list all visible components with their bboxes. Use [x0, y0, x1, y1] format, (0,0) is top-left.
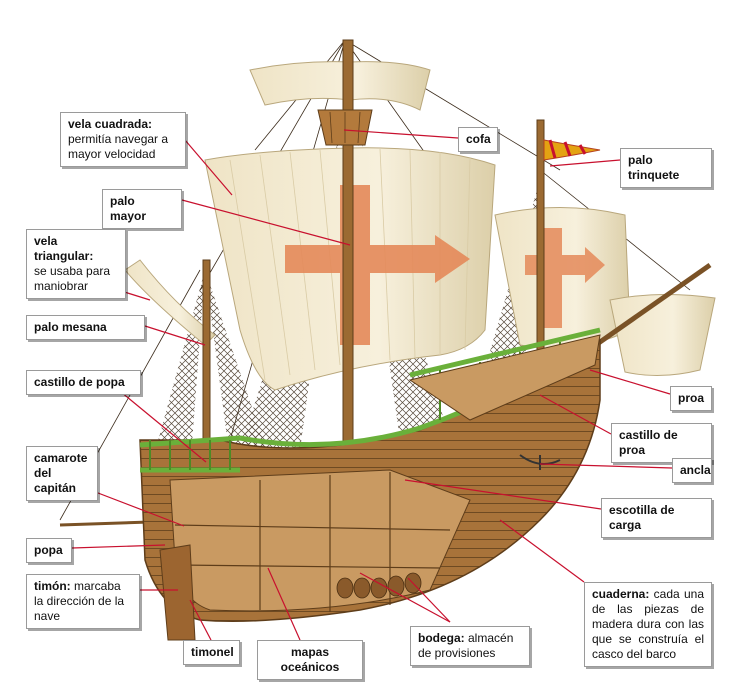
label-vela-cuadrada-desc: permitía navegar a mayor velocidad	[68, 132, 169, 161]
label-palo-trinquete-title: palo trinquete	[628, 153, 680, 182]
label-cuaderna-title: cuaderna:	[592, 587, 650, 601]
label-cuaderna: cuaderna: cada una de las piezas de made…	[584, 582, 712, 667]
label-castillo-popa: castillo de popa	[26, 370, 141, 395]
label-bodega-desc: almacén de provisiones	[418, 631, 514, 660]
barrels	[336, 572, 422, 599]
label-mapas-title: mapas oceánicos	[280, 645, 340, 674]
label-bodega: bodega: almacén de provisiones	[410, 626, 530, 666]
label-popa-title: popa	[34, 543, 63, 557]
rudder	[159, 544, 196, 641]
label-castillo-proa-title: castillo de proa	[619, 428, 678, 457]
mizzen-sail	[124, 259, 216, 346]
label-palo-trinquete: palo trinquete	[620, 148, 712, 188]
label-castillo-popa-title: castillo de popa	[34, 375, 125, 389]
label-camarote: camarote del capitán	[26, 446, 98, 501]
label-proa-title: proa	[678, 391, 705, 405]
label-cofa-title: cofa	[466, 132, 491, 146]
label-mapas: mapas oceánicos	[257, 640, 363, 680]
bowsprit-sail	[609, 293, 716, 377]
label-popa: popa	[26, 538, 72, 563]
label-vela-triangular-desc: se usaba para maniobrar	[34, 264, 111, 293]
label-proa: proa	[670, 386, 712, 411]
label-cofa: cofa	[458, 127, 498, 152]
label-escotilla: escotilla de carga	[601, 498, 712, 538]
hull-cutaway	[169, 469, 471, 612]
leader-lines	[71, 129, 673, 641]
label-escotilla-title: escotilla de carga	[609, 503, 675, 532]
label-timon-title: timón:	[34, 579, 71, 593]
label-vela-triangular-title: vela triangular:	[34, 234, 94, 263]
label-timon-desc: marcaba la dirección de la nave	[34, 579, 125, 623]
main-topsail	[249, 61, 431, 111]
label-palo-mesana-title: palo mesana	[34, 320, 107, 334]
label-palo-mayor-title: palo mayor	[110, 194, 147, 223]
label-ancla-title: ancla	[680, 463, 711, 477]
label-camarote-title: camarote del capitán	[34, 451, 88, 495]
pennant-flag	[543, 139, 601, 161]
label-vela-cuadrada: vela cuadrada: permitía navegar a mayor …	[60, 112, 186, 167]
label-timonel-title: timonel	[191, 645, 234, 659]
label-timon: timón: marcaba la dirección de la nave	[26, 574, 140, 629]
label-palo-mesana: palo mesana	[26, 315, 145, 340]
label-ancla: ancla	[672, 458, 712, 483]
forecastle-deck	[408, 334, 601, 421]
label-cuaderna-desc: cada una de las piezas de madera dura co…	[592, 587, 704, 661]
label-castillo-proa: castillo de proa	[611, 423, 712, 463]
label-timonel: timonel	[183, 640, 240, 665]
label-palo-mayor: palo mayor	[102, 189, 182, 229]
anchor	[519, 454, 561, 470]
label-vela-cuadrada-title: vela cuadrada:	[68, 117, 153, 131]
label-bodega-title: bodega:	[418, 631, 465, 645]
label-vela-triangular: vela triangular: se usaba para maniobrar	[26, 229, 126, 299]
